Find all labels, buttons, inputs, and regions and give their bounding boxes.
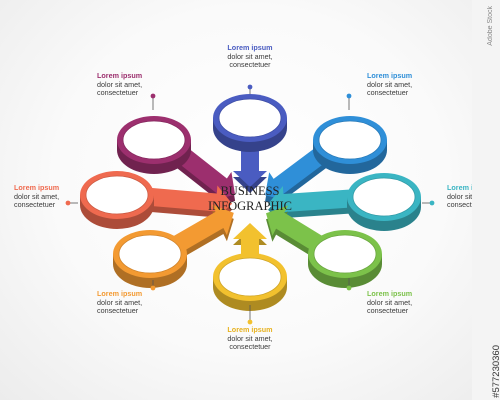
label-orange: Lorem ipsum dolor sit amet, consectetuer — [97, 289, 177, 316]
node-teal — [268, 173, 421, 231]
center-title-line1: BUSINESS — [220, 184, 280, 198]
arrow-orange — [169, 204, 234, 255]
label-orange-line2: consectetuer — [97, 306, 139, 316]
label-coral-line2: consectetuer — [14, 200, 56, 210]
node-green — [266, 205, 382, 288]
label-navy-line2: consectetuer — [229, 60, 271, 70]
label-teal-line1: dolor sit amet, — [447, 191, 493, 201]
leader-dot-purple — [150, 93, 156, 99]
leader-dot-teal — [429, 200, 435, 206]
label-coral-line1: dolor sit amet, — [14, 191, 60, 201]
disc-coral-face — [85, 175, 149, 215]
label-teal: Lorem ipsum dolor sit amet, consectetuer — [447, 183, 500, 210]
center-title: BUSINESS INFOGRAPHIC — [195, 184, 305, 214]
label-coral-heading: Lorem ipsum — [14, 183, 60, 192]
label-blue-heading: Lorem ipsum — [367, 71, 413, 80]
label-navy-line1: dolor sit amet, — [227, 51, 273, 61]
label-yellow-heading: Lorem ipsum — [227, 325, 273, 334]
leader-dot-blue — [346, 93, 352, 99]
stock-strip — [472, 0, 500, 400]
label-blue-line2: consectetuer — [367, 88, 409, 98]
arrow-yellow — [233, 223, 267, 261]
center-title-line2: INFOGRAPHIC — [207, 199, 293, 213]
node-navy — [213, 94, 287, 193]
leader-dot-green — [346, 285, 352, 291]
node-coral — [80, 171, 233, 229]
label-purple-line1: dolor sit amet, — [97, 79, 143, 89]
arrow-coral — [142, 185, 233, 220]
disc-yellow-face — [218, 257, 282, 297]
label-green-heading: Lorem ipsum — [367, 289, 413, 298]
disc-navy-face — [218, 98, 282, 138]
disc-green-face — [313, 234, 377, 274]
stock-logo: Adobe Stock — [487, 6, 494, 46]
leader-dot-navy — [247, 84, 253, 90]
label-purple: Lorem ipsum dolor sit amet, consectetuer — [97, 71, 177, 98]
label-teal-line2: consectetuer — [447, 200, 489, 210]
disc-purple-face — [122, 120, 186, 160]
leader-dot-orange — [150, 285, 156, 291]
label-purple-heading: Lorem ipsum — [97, 71, 143, 80]
label-green-line2: consectetuer — [367, 306, 409, 316]
label-yellow-line2: consectetuer — [229, 342, 271, 352]
label-orange-heading: Lorem ipsum — [97, 289, 143, 298]
node-yellow — [213, 223, 287, 311]
stock-logo-text: Adobe Stock — [487, 6, 494, 46]
label-green: Lorem ipsum dolor sit amet, consectetuer — [367, 289, 447, 316]
label-purple-line2: consectetuer — [97, 88, 139, 98]
arrow-teal — [268, 186, 359, 220]
label-navy: Lorem ipsum dolor sit amet, consectetuer — [200, 43, 300, 70]
stock-id: #577230360 — [491, 345, 500, 398]
arrow-green — [266, 205, 327, 255]
label-coral: Lorem ipsum dolor sit amet, consectetuer — [14, 183, 94, 210]
disc-orange-face — [118, 234, 182, 274]
node-purple — [117, 116, 236, 206]
label-teal-heading: Lorem ipsum — [447, 183, 493, 192]
node-orange — [113, 204, 234, 288]
label-navy-heading: Lorem ipsum — [227, 43, 273, 52]
leader-dot-yellow — [247, 319, 253, 325]
disc-blue-face — [318, 120, 382, 160]
label-blue: Lorem ipsum dolor sit amet, consectetuer — [367, 71, 447, 98]
label-green-line1: dolor sit amet, — [367, 297, 413, 307]
disc-teal-face — [352, 177, 416, 217]
label-yellow-line1: dolor sit amet, — [227, 333, 273, 343]
label-blue-line1: dolor sit amet, — [367, 79, 413, 89]
label-yellow: Lorem ipsum dolor sit amet, consectetuer — [200, 325, 300, 352]
label-orange-line1: dolor sit amet, — [97, 297, 143, 307]
leader-dot-coral — [65, 200, 71, 206]
